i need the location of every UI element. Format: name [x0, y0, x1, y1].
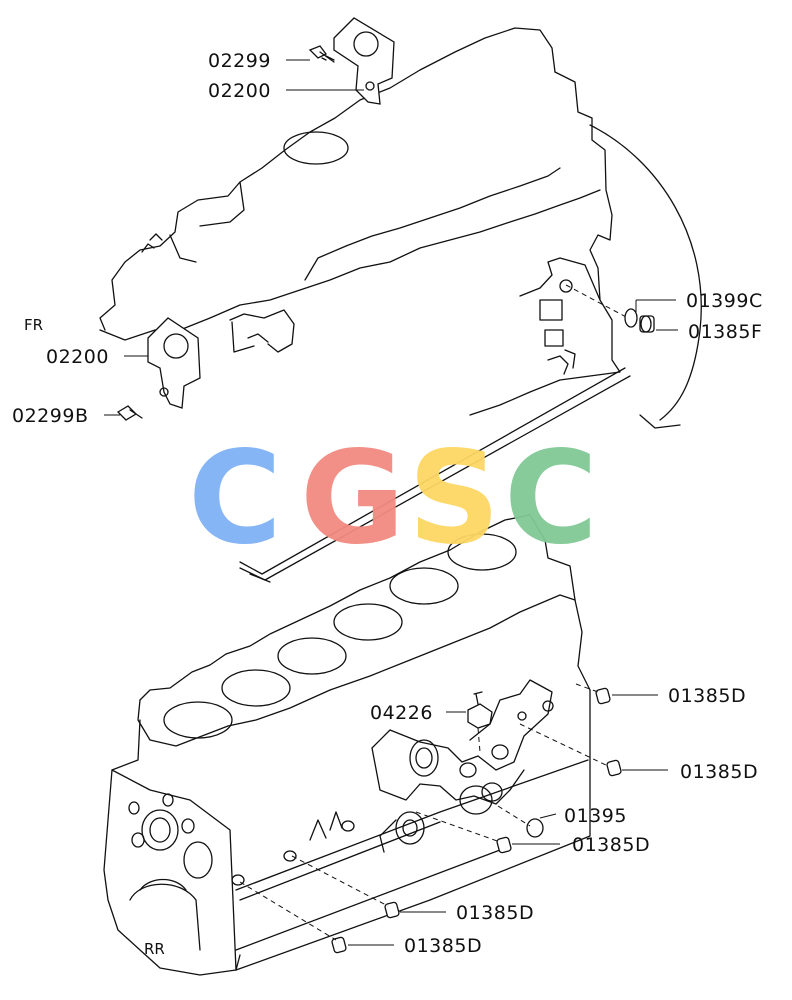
part-labels: 02299 02200 02200 02299B 01399C 01385F 0…: [12, 50, 763, 958]
label-01385D-2: 01385D: [680, 761, 758, 783]
oring-plug-right: [559, 279, 655, 333]
oil-pressure-switch: [467, 691, 493, 753]
label-01385D-3: 01385D: [572, 834, 650, 856]
label-01385D-4: 01385D: [456, 902, 534, 924]
lower-plugs: [239, 683, 622, 954]
cylinder-block-drawing: [103, 514, 591, 976]
label-front-direction: FR: [24, 316, 43, 334]
leader-lines: [104, 59, 678, 946]
label-01399C: 01399C: [686, 290, 763, 312]
cylinder-head-drawing: [99, 27, 702, 583]
watermark-letter-c1: C: [188, 424, 282, 573]
bracket-top: [333, 17, 395, 105]
label-02299B: 02299B: [12, 405, 88, 427]
label-02200-top: 02200: [208, 80, 271, 102]
label-rear-direction: RR: [144, 940, 165, 958]
bolt-top: [308, 45, 335, 63]
label-01385D-5: 01385D: [404, 935, 482, 957]
label-01385F: 01385F: [688, 321, 762, 343]
label-01385D-1: 01385D: [668, 685, 746, 707]
watermark-letter-c2: C: [504, 424, 598, 573]
label-02299: 02299: [208, 50, 271, 72]
bracket-front: [147, 317, 201, 409]
watermark: C G S C: [188, 424, 598, 573]
watermark-letter-g: G: [300, 424, 405, 573]
watermark-letter-s: S: [408, 424, 500, 573]
bolt-front: [116, 405, 143, 421]
label-01395: 01395: [564, 805, 627, 827]
label-04226: 04226: [370, 702, 433, 724]
label-02200-front: 02200: [46, 346, 109, 368]
